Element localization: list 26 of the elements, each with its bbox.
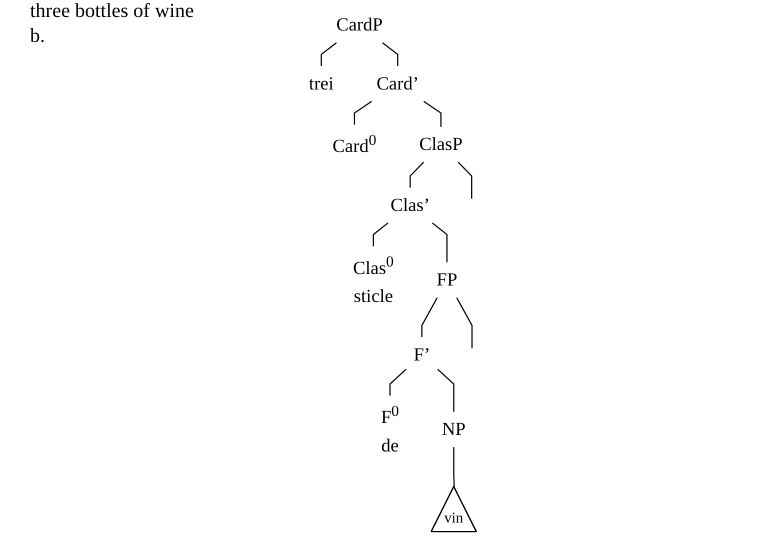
connector: [372, 222, 388, 246]
connector: [453, 447, 455, 487]
connector: [389, 368, 407, 396]
node-text: ClasP: [419, 134, 463, 155]
connector: [458, 162, 472, 199]
label-text: three bottles of wine: [30, 0, 194, 23]
node-text: CardP: [336, 14, 383, 36]
node-text: Clas$^{0}$ sticle: [352, 252, 394, 306]
connector: [423, 100, 442, 127]
node-text: NP: [442, 419, 466, 440]
connector: [354, 100, 372, 125]
connector: [382, 42, 398, 66]
label-text: b.: [30, 25, 46, 48]
connector: [432, 222, 448, 262]
node-text: F$^{0}$ de: [380, 402, 400, 456]
node-text: FP: [436, 270, 458, 290]
connector: [320, 42, 337, 66]
connector: [421, 297, 438, 338]
node-text: trei: [308, 73, 334, 94]
connector: [456, 297, 473, 348]
node-text: Clas’: [390, 195, 430, 216]
connector: [437, 368, 454, 412]
node-text: Card$^{0}$: [332, 131, 376, 157]
node-text: Card’: [376, 73, 419, 94]
node-text: F’: [414, 344, 430, 365]
connector: [410, 162, 424, 188]
